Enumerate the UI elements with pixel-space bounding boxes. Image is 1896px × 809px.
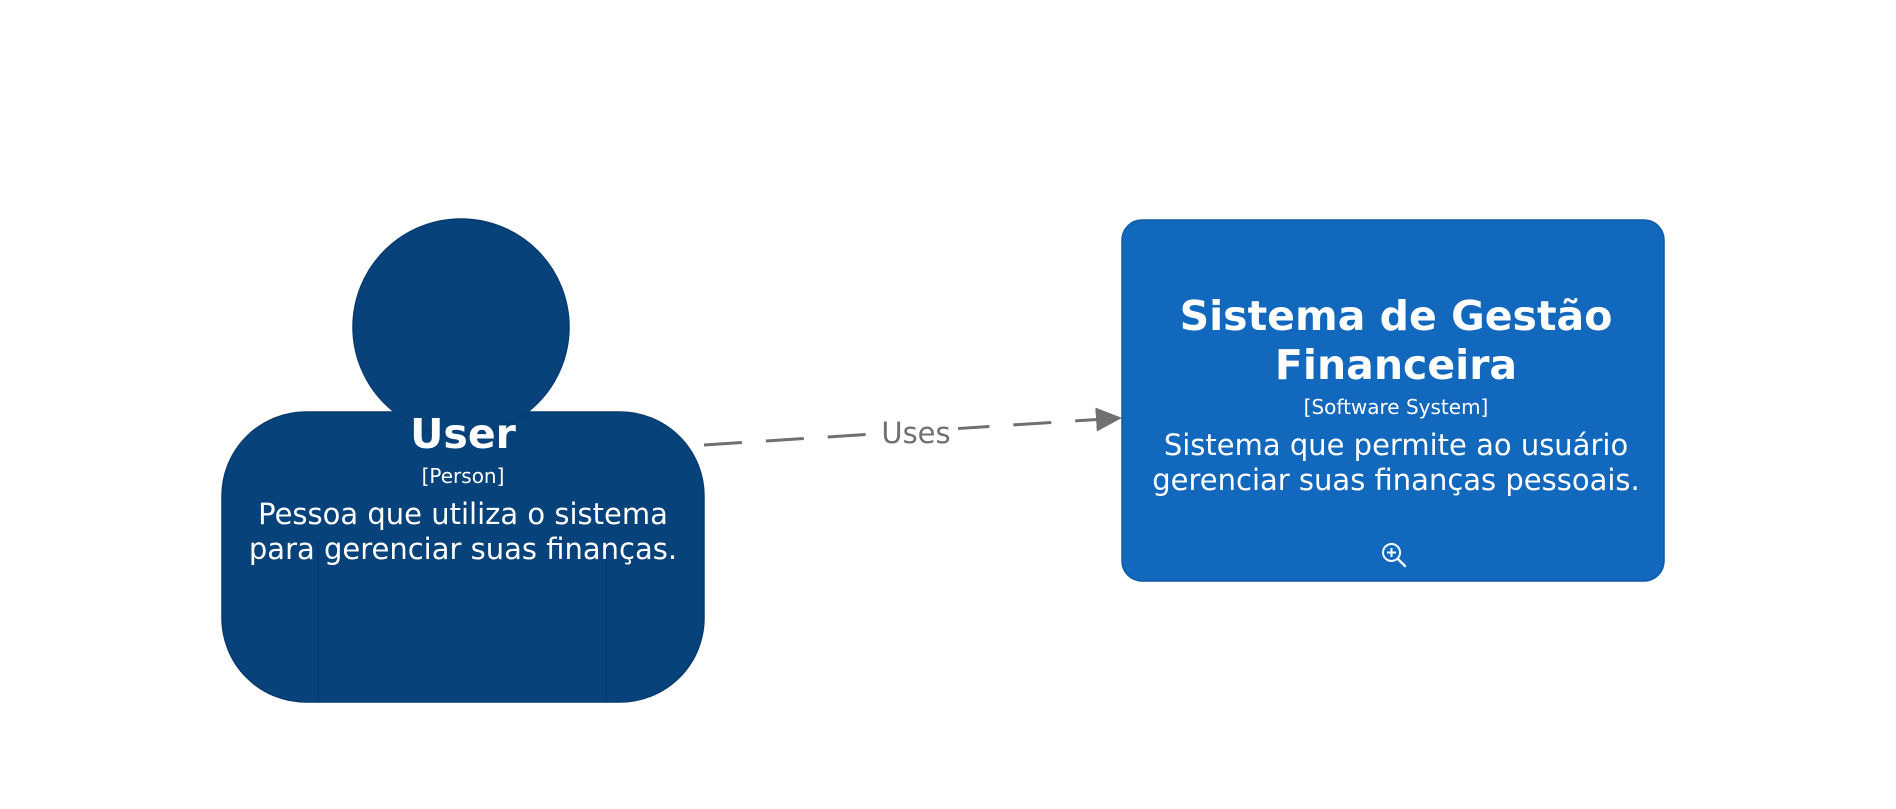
person-name: User bbox=[410, 410, 516, 458]
zoom-in-icon[interactable] bbox=[1380, 541, 1408, 569]
person-label-group: User [Person] Pessoa que utiliza o siste… bbox=[222, 410, 704, 567]
software-system-box[interactable] bbox=[1121, 219, 1665, 582]
person-description: Pessoa que utiliza o sistema para gerenc… bbox=[248, 497, 678, 566]
software-system-label-group: Sistema de Gestão Financeira [Software S… bbox=[1124, 292, 1668, 498]
person-head[interactable] bbox=[352, 218, 570, 436]
software-system-description: Sistema que permite ao usuário gerenciar… bbox=[1152, 428, 1640, 497]
relationship-label: Uses bbox=[874, 415, 958, 451]
software-system-name: Sistema de Gestão Financeira bbox=[1179, 292, 1613, 389]
person-type: [Person] bbox=[421, 464, 505, 488]
person-shape[interactable] bbox=[221, 218, 705, 703]
software-system-type: [Software System] bbox=[1303, 395, 1489, 419]
